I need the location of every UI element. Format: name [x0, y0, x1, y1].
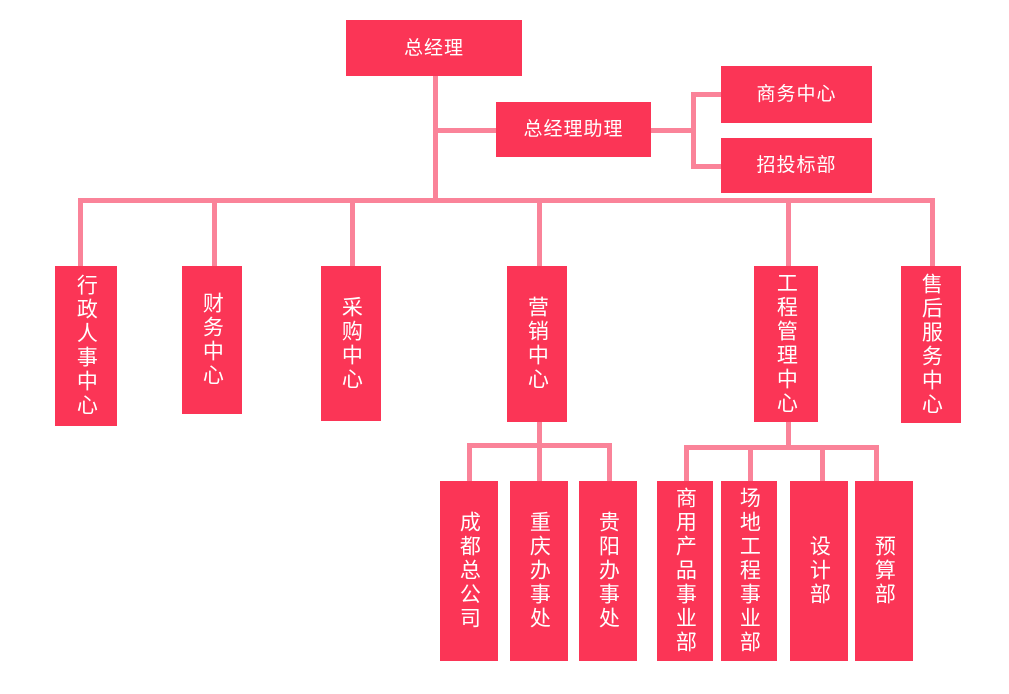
connector-marketing-stem: [537, 422, 542, 448]
connector-drop-chengdu: [467, 443, 472, 483]
node-purchasing-center[interactable]: 采购中心: [321, 266, 381, 421]
node-admin-hr-center[interactable]: 行政人事中心: [55, 266, 117, 426]
connector-gm-to-assistant: [433, 128, 498, 133]
node-label: 贵阳办事处: [596, 511, 621, 631]
connector-assistant-to-business-center: [691, 92, 722, 97]
connector-drop-marketing: [537, 198, 542, 268]
node-label: 预算部: [872, 535, 897, 607]
node-bidding-dept[interactable]: 招投标部: [721, 138, 872, 193]
node-after-sales-center[interactable]: 售后服务中心: [901, 266, 961, 423]
connector-drop-budget: [874, 445, 879, 483]
connector-main-bus: [78, 198, 932, 203]
node-marketing-center[interactable]: 营销中心: [507, 266, 567, 422]
node-commercial-product-division[interactable]: 商用产品事业部: [657, 481, 713, 661]
connector-drop-finance: [212, 198, 217, 268]
connector-drop-site-engineering: [748, 445, 753, 483]
node-business-center[interactable]: 商务中心: [721, 66, 872, 123]
node-label: 设计部: [807, 535, 832, 607]
node-chengdu-head-office[interactable]: 成都总公司: [440, 481, 498, 661]
node-label: 售后服务中心: [919, 272, 944, 417]
connector-assistant-to-bidding-dept: [691, 164, 722, 169]
node-label: 财务中心: [200, 292, 225, 388]
connector-drop-after-sales: [930, 198, 935, 268]
node-design-dept[interactable]: 设计部: [790, 481, 848, 661]
connector-drop-purchasing: [350, 198, 355, 268]
node-label: 营销中心: [525, 296, 550, 392]
node-label: 商用产品事业部: [673, 487, 698, 655]
connector-drop-design: [820, 445, 825, 483]
connector-drop-engineering: [786, 198, 791, 268]
node-general-manager[interactable]: 总经理: [346, 20, 522, 76]
node-guiyang-office[interactable]: 贵阳办事处: [579, 481, 637, 661]
node-site-engineering-division[interactable]: 场地工程事业部: [721, 481, 777, 661]
node-label: 总经理: [403, 36, 464, 59]
node-label: 招投标部: [756, 154, 837, 177]
node-finance-center[interactable]: 财务中心: [182, 266, 242, 414]
connector-drop-guiyang: [607, 443, 612, 483]
connector-drop-commercial-product: [684, 445, 689, 483]
node-label: 工程管理中心: [774, 272, 799, 416]
node-label: 成都总公司: [457, 511, 482, 631]
connector-engineering-stem: [786, 422, 791, 448]
node-label: 采购中心: [339, 295, 364, 392]
connector-drop-chongqing: [537, 443, 542, 483]
node-label: 重庆办事处: [527, 511, 552, 631]
connector-engineering-sub-bus: [684, 445, 879, 450]
node-label: 总经理助理: [523, 118, 624, 141]
node-label: 商务中心: [756, 83, 837, 106]
connector-assistant-stub: [651, 128, 695, 133]
node-budget-dept[interactable]: 预算部: [855, 481, 913, 661]
node-chongqing-office[interactable]: 重庆办事处: [510, 481, 568, 661]
node-engineering-mgmt-center[interactable]: 工程管理中心: [754, 266, 818, 422]
connector-assistant-bracket: [691, 92, 696, 169]
node-label: 场地工程事业部: [737, 487, 762, 655]
connector-drop-admin-hr: [78, 198, 83, 268]
node-gm-assistant[interactable]: 总经理助理: [496, 102, 651, 157]
connector-gm-spine: [433, 76, 438, 202]
node-label: 行政人事中心: [74, 274, 99, 418]
